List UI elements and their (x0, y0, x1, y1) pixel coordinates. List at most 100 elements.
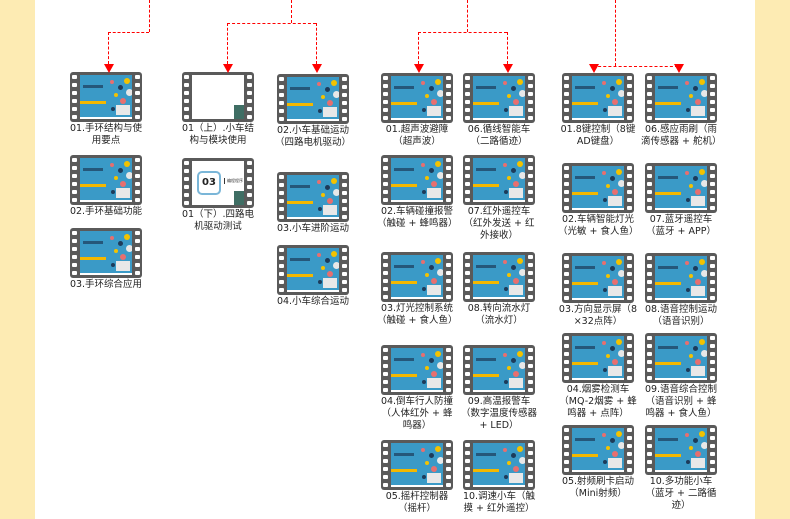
video-thumbnail[interactable] (277, 245, 349, 295)
decorative-dot (513, 181, 519, 187)
video-title[interactable]: 10.多功能小车（蓝牙 + 二路循迹） (645, 476, 717, 511)
video-title[interactable]: 03.小车进阶运动 (276, 223, 350, 234)
video-thumbnail[interactable] (463, 345, 535, 395)
video-thumbnail[interactable] (645, 425, 717, 475)
video-title[interactable]: 07.红外遥控车（红外发送 + 红外接收） (463, 206, 535, 241)
video-item[interactable]: 07.红外遥控车（红外发送 + 红外接收） (459, 155, 539, 242)
video-title[interactable]: 08.语音控制运动（语音识别） (644, 304, 718, 327)
decorative-dot (616, 259, 622, 265)
video-item[interactable]: 01（上）.小车结构与模块使用 (178, 72, 258, 147)
video-item[interactable]: 03.灯光控制系统（触碰 + 食人鱼） (377, 252, 458, 327)
decorative-dot (110, 236, 114, 240)
arrow-down-icon (588, 64, 599, 73)
video-item[interactable]: 02.车辆智能灯光（光敏 + 食人鱼） (558, 163, 639, 238)
video-title[interactable]: 03.方向显示屏（8×32点阵） (558, 304, 638, 327)
video-thumbnail[interactable] (645, 333, 717, 383)
video-item[interactable]: 07.蓝牙遥控车（蓝牙 + APP） (641, 163, 721, 238)
video-thumbnail[interactable] (562, 73, 634, 123)
video-thumbnail[interactable] (645, 163, 717, 213)
video-thumbnail[interactable] (381, 155, 453, 205)
video-item[interactable]: 04.倒车行人防撞（人体红外 + 蜂鸣器） (377, 345, 457, 432)
decorative-dot (429, 265, 434, 270)
video-thumbnail[interactable] (463, 73, 535, 123)
video-thumbnail[interactable] (381, 252, 453, 302)
decorative-dot (685, 261, 689, 265)
video-title[interactable]: 01（下）.四路电机驱动测试 (181, 209, 255, 232)
film-sprocket-holes (710, 428, 715, 472)
video-item[interactable]: 01.8键控制（8键AD键盘） (558, 73, 638, 148)
video-thumbnail[interactable] (182, 72, 254, 122)
slide-shape (287, 103, 313, 106)
video-title[interactable]: 10.调速小车（触摸 + 红外遥控） (462, 491, 536, 514)
video-title[interactable]: 09.高温报警车（数字温度传感器 + LED） (460, 396, 537, 431)
video-thumbnail[interactable] (562, 333, 634, 383)
video-item[interactable]: 09.高温报警车（数字温度传感器 + LED） (459, 345, 539, 432)
video-title[interactable]: 02.车辆碰撞报警（触碰 + 蜂鸣器） (377, 206, 458, 229)
decorative-dot (695, 99, 701, 105)
video-title[interactable]: 04.小车综合运动 (276, 296, 350, 307)
video-item[interactable]: 01.手环结构与使用要点 (66, 72, 146, 147)
video-thumbnail[interactable] (562, 425, 634, 475)
video-title[interactable]: 07.蓝牙遥控车（蓝牙 + APP） (646, 214, 716, 237)
slide-shape (655, 454, 681, 457)
video-thumbnail[interactable] (381, 345, 453, 395)
video-thumbnail[interactable] (70, 228, 142, 278)
video-title[interactable]: 01.超声波避障（超声波） (385, 124, 449, 147)
video-title[interactable]: 01.手环结构与使用要点 (69, 123, 143, 146)
video-item[interactable]: 10.调速小车（触摸 + 红外遥控） (459, 440, 539, 515)
video-title[interactable]: 03.灯光控制系统（触碰 + 食人鱼） (377, 303, 458, 326)
video-title[interactable]: 04.烟雾检测车（MQ-2烟雾 + 蜂鸣器 + 点阵） (559, 384, 637, 419)
video-item[interactable]: 09.语音综合控制（语音识别 + 蜂鸣器 + 食人鱼） (641, 333, 721, 420)
decorative-dot (695, 359, 701, 365)
video-thumbnail[interactable] (645, 73, 717, 123)
video-title[interactable]: 05.摇杆控制器（摇杆） (385, 491, 449, 514)
video-title[interactable]: 06.循线智能车（二路循迹） (467, 124, 531, 147)
video-title[interactable]: 02.车辆智能灯光（光敏 + 食人鱼） (558, 214, 639, 237)
video-item[interactable]: 04.烟雾检测车（MQ-2烟雾 + 蜂鸣器 + 点阵） (558, 333, 638, 420)
video-title[interactable]: 02.小车基础运动（四路电机驱动） (274, 125, 351, 148)
video-title[interactable]: 08.转向流水灯（流水灯） (467, 303, 531, 326)
video-thumbnail[interactable] (381, 73, 453, 123)
video-item[interactable]: 02.小车基础运动（四路电机驱动） (273, 74, 353, 149)
video-thumbnail[interactable] (277, 172, 349, 222)
video-item[interactable]: 03.手环综合应用 (66, 228, 146, 291)
slide-shape (572, 470, 624, 472)
video-thumbnail[interactable] (463, 440, 535, 490)
video-thumbnail[interactable] (562, 163, 634, 213)
video-item[interactable]: 01.超声波避障（超声波） (377, 73, 457, 148)
video-item[interactable]: 05.摇杆控制器（摇杆） (377, 440, 457, 515)
video-thumbnail[interactable] (70, 72, 142, 122)
video-item[interactable]: 04.小车综合运动 (273, 245, 353, 308)
decorative-dot (616, 169, 622, 175)
video-item[interactable]: 02.手环基础功能 (66, 155, 146, 218)
video-item[interactable]: 06.感应雨刷（雨滴传感器 + 舵机） (641, 73, 722, 148)
video-thumbnail[interactable] (463, 252, 535, 302)
video-thumbnail[interactable] (562, 253, 634, 303)
video-item[interactable]: 03.方向显示屏（8×32点阵） (558, 253, 638, 328)
slide-shape (575, 346, 595, 349)
video-title[interactable]: 01.8键控制（8键AD键盘） (560, 124, 636, 147)
video-item[interactable]: 08.转向流水灯（流水灯） (459, 252, 539, 327)
video-item[interactable]: 10.多功能小车（蓝牙 + 二路循迹） (641, 425, 721, 512)
video-item[interactable]: 02.车辆碰撞报警（触碰 + 蜂鸣器） (377, 155, 458, 230)
video-thumbnail[interactable] (381, 440, 453, 490)
video-thumbnail[interactable] (645, 253, 717, 303)
video-title[interactable]: 05.射频刷卡启动（Mini射频） (561, 476, 635, 499)
video-thumbnail[interactable] (277, 74, 349, 124)
video-item[interactable]: 08.语音控制运动（语音识别） (641, 253, 721, 328)
video-title[interactable]: 06.感应雨刷（雨滴传感器 + 舵机） (641, 124, 722, 147)
video-title[interactable]: 09.语音综合控制（语音识别 + 蜂鸣器 + 食人鱼） (644, 384, 718, 419)
video-thumbnail[interactable] (70, 155, 142, 205)
video-title[interactable]: 01（上）.小车结构与模块使用 (181, 123, 255, 146)
slide-shape (391, 281, 417, 284)
video-title[interactable]: 03.手环综合应用 (69, 279, 143, 290)
decorative-dot (701, 180, 707, 187)
video-item[interactable]: 06.循线智能车（二路循迹） (459, 73, 539, 148)
video-item[interactable]: 05.射频刷卡启动（Mini射频） (558, 425, 638, 500)
video-thumbnail[interactable] (463, 155, 535, 205)
video-item[interactable]: 03.小车进阶运动 (273, 172, 353, 235)
video-title[interactable]: 02.手环基础功能 (69, 206, 143, 217)
video-title[interactable]: 04.倒车行人防撞（人体红外 + 蜂鸣器） (380, 396, 454, 431)
